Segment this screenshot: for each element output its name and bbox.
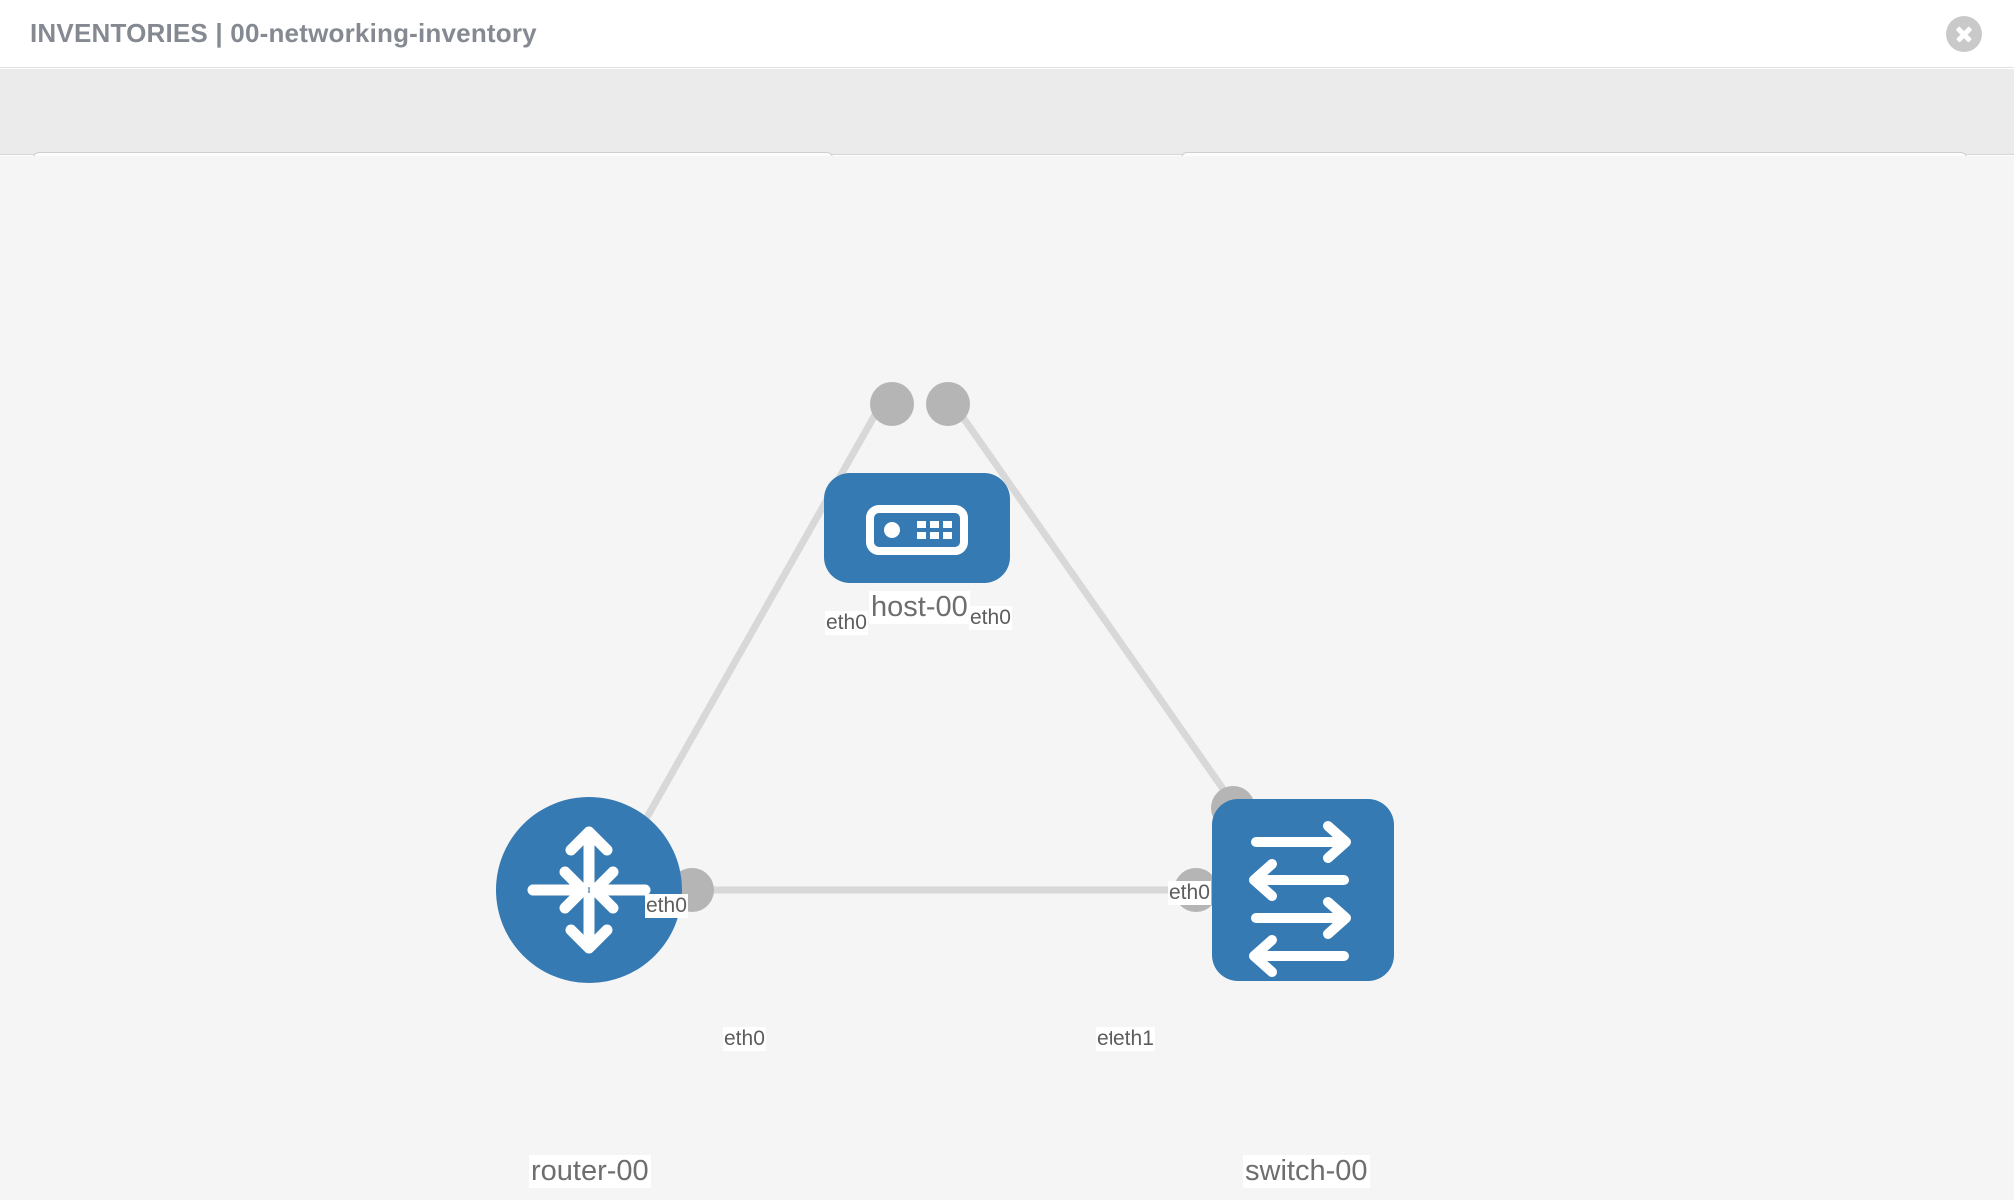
iface-label-switch-up: eth0 bbox=[1168, 881, 1211, 906]
close-icon[interactable] bbox=[1946, 16, 1982, 52]
page-title: INVENTORIES | 00-networking-inventory bbox=[30, 18, 537, 48]
page-header: INVENTORIES | 00-networking-inventory bbox=[0, 0, 2014, 68]
iface-label-router-right: eth0 bbox=[723, 1027, 766, 1052]
topology-graph bbox=[496, 382, 1394, 983]
port-host-left[interactable] bbox=[870, 382, 914, 426]
node-host-00[interactable] bbox=[824, 473, 1010, 583]
server-icon bbox=[866, 505, 968, 555]
switch-icon bbox=[1249, 821, 1351, 977]
iface-label-router-up: eth0 bbox=[645, 894, 688, 919]
node-label-switch: switch-00 bbox=[1243, 1155, 1370, 1189]
iface-label-switch-left-b: eth1 bbox=[1112, 1027, 1155, 1052]
topology-canvas[interactable]: host-00 router-00 switch-00 eth0 eth0 et… bbox=[0, 156, 2014, 1200]
node-router-00[interactable] bbox=[496, 797, 682, 983]
router-icon bbox=[527, 826, 651, 954]
port-host-right[interactable] bbox=[926, 382, 970, 426]
iface-label-host-right: eth0 bbox=[969, 606, 1012, 631]
port-group bbox=[670, 382, 1255, 912]
node-label-router: router-00 bbox=[529, 1155, 651, 1189]
iface-label-host-left: eth0 bbox=[825, 611, 868, 636]
toolbar: ACTIONS SEARCH bbox=[0, 69, 2014, 202]
edge-host-switch[interactable] bbox=[952, 403, 1273, 859]
node-label-host: host-00 bbox=[869, 591, 970, 625]
node-switch-00[interactable] bbox=[1212, 799, 1394, 981]
